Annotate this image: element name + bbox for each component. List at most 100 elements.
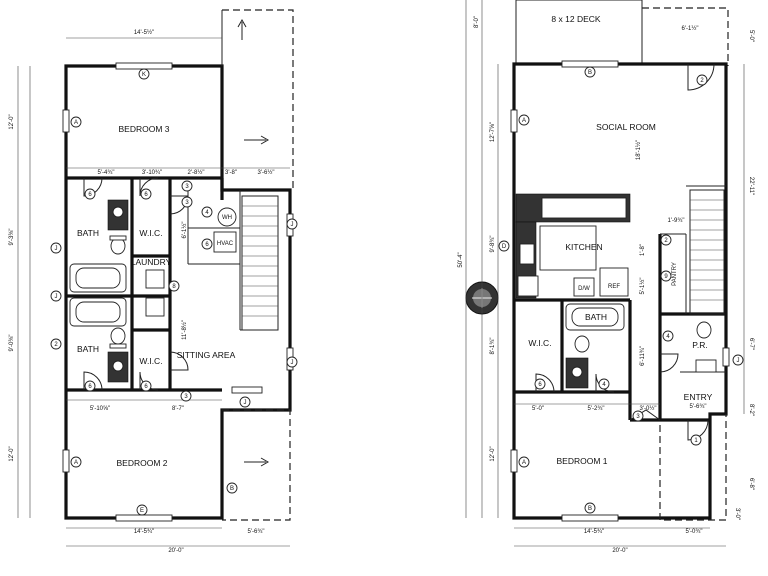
dim-left-deck: 8'-0" [474,16,480,28]
dim-bath-height: 5'-1½" [639,278,646,295]
dim-sitting-height: 11'-8½" [181,320,188,340]
toilet-icon [574,335,590,353]
dim-left-kitchen: 9'-8¾" [490,236,496,253]
dim-row-1: 5'-0" [532,406,544,412]
kitchen-counters [515,193,631,299]
sink-icon [519,243,535,265]
tag-6: 6 [538,382,542,388]
tag-6-c: 6 [88,384,92,390]
dim-row-2: 5'-2¾" [588,406,605,412]
deck-extension-outline [642,7,729,66]
tag-6-b: 6 [144,192,148,198]
toilet-icon [110,327,126,345]
tag-j: J [737,358,740,364]
dim-bottom-overall: 20'-0" [168,548,183,554]
room-label-wic-lower: W.I.C. [139,356,162,366]
main-floor-dimension-lines [465,0,745,547]
dim-right-tiny: 3'-0" [734,508,740,520]
label-refrigerator: REF [608,284,620,290]
dim-row-a5: 3'-6½" [258,169,275,176]
toilet-icon [696,321,712,339]
deck-outline [515,0,643,65]
tag-j-e: J [55,294,58,300]
dim-left-social: 12'-7⅝" [490,122,496,142]
dim-row-a4: 3'-8" [225,170,237,176]
upper-floor-tags: K A 6 6 J 3 6 6 3 4 6 3 2 J 8 A B J J J … [50,68,298,516]
refrigerator-icon [599,267,629,297]
tag-a-upper: A [74,120,78,126]
dim-right-top: 5'-0" [748,30,754,42]
tag-2-pantry: 2 [664,238,668,244]
room-label-bedroom-1: BEDROOM 1 [556,456,607,466]
tag-4-bath: 4 [602,382,606,388]
room-label-powder-room: P.R. [692,340,707,350]
upper-floor-plan: BEDROOM 3 BATH W.I.C. LAUNDRY BATH W.I.C… [9,9,298,554]
dim-left-overall: 50'-4" [458,252,464,267]
dim-row-b2: 8'-7" [172,406,184,412]
upper-floor-stairs [241,195,279,331]
room-label-social-room: SOCIAL ROOM [596,122,656,132]
range-icon [517,275,539,297]
dim-row-b1: 5'-10⅝" [90,406,110,412]
room-label-pantry: PANTRY [672,262,678,286]
dim-top-width: 14'-5½" [134,29,154,36]
main-floor-tags: B 2 A 2 D 4 6 4 3 9 J 1 A B [498,66,744,514]
tag-6-d: 6 [144,384,148,390]
room-label-bath-upper: BATH [77,228,99,238]
dim-right-overall: 22'-11" [748,177,754,195]
room-label-sitting-area: SITTING AREA [177,350,236,360]
hvac-unit-icon [213,231,237,253]
tag-e: E [140,508,144,514]
room-label-bath: BATH [585,312,607,322]
dishwasher-icon [573,277,595,297]
tag-k: K [142,72,146,78]
tag-8: 8 [172,284,176,290]
room-label-bath-lower: BATH [77,344,99,354]
label-water-heater: WH [222,215,232,221]
main-floor-plan: 8 x 12 DECK SOCIAL ROOM KITCHEN REF D/W … [458,0,754,554]
dim-left-top: 12'-0" [9,114,15,129]
room-label-wic: W.I.C. [528,338,551,348]
room-label-deck: 8 x 12 DECK [551,14,600,24]
label-hvac: HVAC [217,241,234,247]
dim-row-a2: 3'-10¾" [142,170,162,176]
upper-floor-arrows [237,18,270,467]
tag-1: 1 [694,438,698,444]
dim-right-8-2: 8'-2" [748,404,754,416]
label-dishwasher: D/W [578,286,590,292]
upper-floor-fixtures [69,199,237,383]
tag-4-pr: 4 [666,334,670,340]
tag-a-lower: A [74,460,78,466]
dim-deck: 6'-1½" [682,25,699,32]
tag-6-e: 6 [205,242,209,248]
lower-porch-outline [222,409,291,521]
dim-left-mid-top: 9'-3⅜" [9,229,15,246]
dim-right-6-7: 6'-7" [748,338,754,350]
tag-9: 9 [664,274,668,280]
upper-deck-outline [222,9,294,190]
dim-pantry-width: 1'-9¾" [668,218,685,224]
tag-j-d: J [291,360,294,366]
tag-4: 4 [205,210,209,216]
dim-right-6-8: 6'-8" [748,478,754,490]
tag-3-a: 3 [185,184,189,190]
tag-2: 2 [54,342,58,348]
dim-hall-height: 6'-11¾" [640,346,646,366]
dim-kitchen-height: 1'-8" [640,244,646,256]
tag-3: 3 [636,414,640,420]
main-floor-fixtures [565,303,717,389]
dim-entry-width: 5'-6¾" [690,404,707,410]
tag-6-a: 6 [88,192,92,198]
dim-left-bath: 8'-1¾" [490,338,496,355]
upper-floor-dimension-lines [17,37,290,547]
tag-3-b: 3 [184,394,188,400]
tag-a-lower: A [522,460,526,466]
upper-floor-interior-walls [66,176,278,392]
room-label-bedroom-3: BEDROOM 3 [118,124,169,134]
tag-j-a: J [55,246,58,252]
tag-b-bottom: B [588,506,592,512]
dim-bottom-width: 14'-5¾" [134,529,154,535]
tag-b: B [230,486,234,492]
room-label-laundry: LAUNDRY [131,257,172,267]
washer-icon [145,269,165,289]
